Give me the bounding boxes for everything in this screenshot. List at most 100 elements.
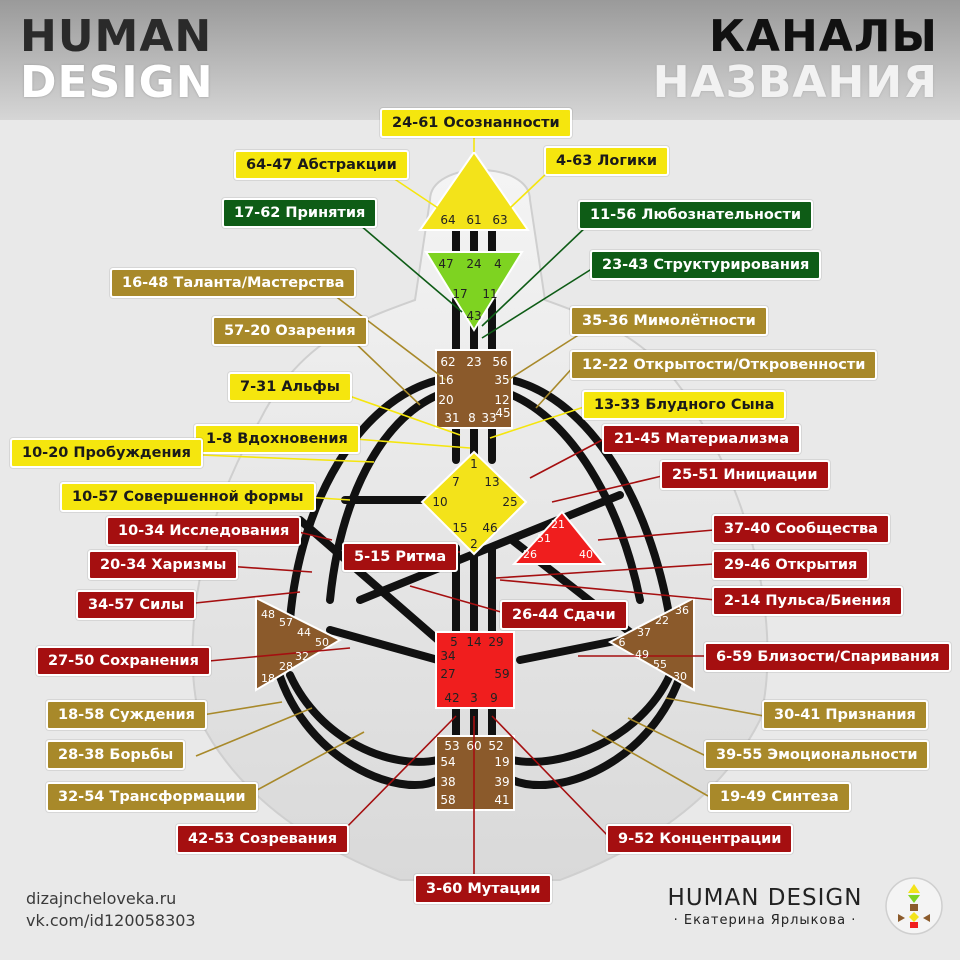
channel-label: 6-59 Близости/Спаривания — [704, 642, 952, 672]
gate-number: 30 — [673, 670, 687, 683]
gate-numbers-root: 53 60 52 54 19 38 39 58 41 — [440, 739, 509, 807]
channel-label: 37-40 Сообщества — [712, 514, 890, 544]
channel-label: 18-58 Суждения — [46, 700, 207, 730]
gate-number: 6 — [619, 636, 626, 649]
footer-brand: HUMAN DESIGN · Екатерина Ярлыкова · — [660, 884, 870, 930]
gate-number: 43 — [466, 309, 481, 323]
channel-label: 29-46 Открытия — [712, 550, 870, 580]
gate-number: 41 — [494, 793, 509, 807]
channel-label: 23-43 Структурирования — [590, 250, 822, 280]
solar-plexus-center — [607, 596, 695, 692]
gate-number: 23 — [466, 355, 481, 369]
gate-number: 47 — [438, 257, 453, 271]
gate-number: 2 — [470, 537, 478, 551]
channel-label: 4-63 Логики — [544, 146, 670, 176]
footer-site: dizajncheloveka.ru — [26, 889, 177, 908]
gate-number: 17 — [452, 287, 467, 301]
gate-number: 25 — [502, 495, 517, 509]
gate-number: 20 — [438, 393, 453, 407]
root-center — [435, 735, 515, 811]
gate-numbers-g: 1 7 13 10 25 15 46 2 — [432, 457, 517, 551]
brand-title: HUMAN DESIGN — [20, 14, 214, 106]
gate-number: 39 — [494, 775, 509, 789]
gate-number: 1 — [470, 457, 478, 471]
channel-label: 7-31 Альфы — [228, 372, 352, 402]
gate-numbers-solar: 36 22 37 6 49 55 30 — [619, 604, 690, 683]
gate-number: 36 — [675, 604, 689, 617]
gate-number: 44 — [297, 626, 311, 639]
gate-number: 16 — [438, 373, 453, 387]
gate-number: 4 — [494, 257, 502, 271]
gate-number: 11 — [482, 287, 497, 301]
gate-number: 24 — [466, 257, 481, 271]
footer-brand-name: HUMAN DESIGN — [667, 885, 863, 911]
channel-label: 16-48 Таланта/Мастерства — [110, 268, 357, 298]
head-center — [418, 150, 530, 231]
channel-label: 2-14 Пульса/Биения — [712, 586, 903, 616]
channel-label: 64-47 Абстракции — [234, 150, 409, 180]
gate-number: 63 — [492, 213, 507, 227]
channel-label: 57-20 Озарения — [212, 316, 368, 346]
header-band — [0, 0, 960, 120]
channel-label: 39-55 Эмоциональности — [704, 740, 930, 770]
throat-center — [435, 349, 513, 429]
gate-number: 5 — [450, 635, 458, 649]
channel-label: 13-33 Блудного Сына — [582, 390, 787, 420]
spleen-center — [255, 596, 343, 692]
channel-label: 11-56 Любознательности — [578, 200, 814, 230]
gate-number: 15 — [452, 521, 467, 535]
gate-number: 57 — [279, 616, 293, 629]
channel-label: 24-61 Осознанности — [380, 108, 572, 138]
gate-number: 51 — [537, 532, 551, 545]
gate-number: 42 — [444, 691, 459, 705]
gate-number: 55 — [653, 658, 667, 671]
page-title-line2: НАЗВАНИЯ — [652, 57, 938, 108]
gate-number: 49 — [635, 648, 649, 661]
gate-number: 40 — [579, 548, 593, 561]
gate-number: 10 — [432, 495, 447, 509]
gate-number: 22 — [655, 614, 669, 627]
channel-label: 28-38 Борьбы — [46, 740, 186, 770]
channel-label: 30-41 Признания — [762, 700, 928, 730]
gate-number: 35 — [494, 373, 509, 387]
ego-center — [511, 510, 607, 565]
gate-number: 59 — [494, 667, 509, 681]
gate-number: 29 — [488, 635, 503, 649]
channel-label: 10-57 Совершенной формы — [60, 482, 316, 512]
channel-label: 10-20 Пробуждения — [10, 438, 203, 468]
gate-number: 48 — [261, 608, 275, 621]
pointer-lines — [175, 136, 765, 876]
bodygraph-logo-icon — [885, 877, 943, 935]
gate-number: 9 — [490, 691, 498, 705]
gate-number: 46 — [482, 521, 497, 535]
g-center — [420, 450, 528, 556]
gate-number: 31 — [444, 411, 459, 425]
page-title-line1: КАНАЛЫ — [708, 11, 938, 62]
gate-number: 58 — [440, 793, 455, 807]
gate-number: 21 — [551, 518, 565, 531]
gate-number: 33 — [481, 411, 496, 425]
channel-label: 21-45 Материализма — [602, 424, 802, 454]
gate-number: 18 — [261, 672, 275, 685]
gate-numbers: 64 61 63 47 24 4 17 11 43 — [438, 213, 507, 323]
brand-title-line2: DESIGN — [20, 57, 214, 108]
gate-number: 12 — [494, 393, 509, 407]
gate-number: 38 — [440, 775, 455, 789]
gate-number: 50 — [315, 636, 329, 649]
channel-label: 20-34 Харизмы — [88, 550, 239, 580]
channel-label: 9-52 Концентрации — [606, 824, 794, 854]
gate-numbers-light: 62 23 56 16 35 20 12 31 8 33 45 — [438, 355, 510, 425]
gate-number: 27 — [440, 667, 455, 681]
gate-number: 7 — [452, 475, 460, 489]
footer-contacts: dizajncheloveka.ru vk.com/id120058303 — [26, 888, 196, 932]
gate-number: 45 — [495, 406, 510, 420]
footer-vk: vk.com/id120058303 — [26, 911, 196, 930]
gate-numbers-spleen: 48 57 44 50 32 28 18 — [261, 608, 329, 685]
gate-number: 52 — [488, 739, 503, 753]
gate-number: 56 — [492, 355, 507, 369]
gate-number: 19 — [494, 755, 509, 769]
gate-number: 28 — [279, 660, 293, 673]
channel-label: 34-57 Силы — [76, 590, 196, 620]
channel-label: 26-44 Сдачи — [500, 600, 628, 630]
gate-number: 32 — [295, 650, 309, 663]
